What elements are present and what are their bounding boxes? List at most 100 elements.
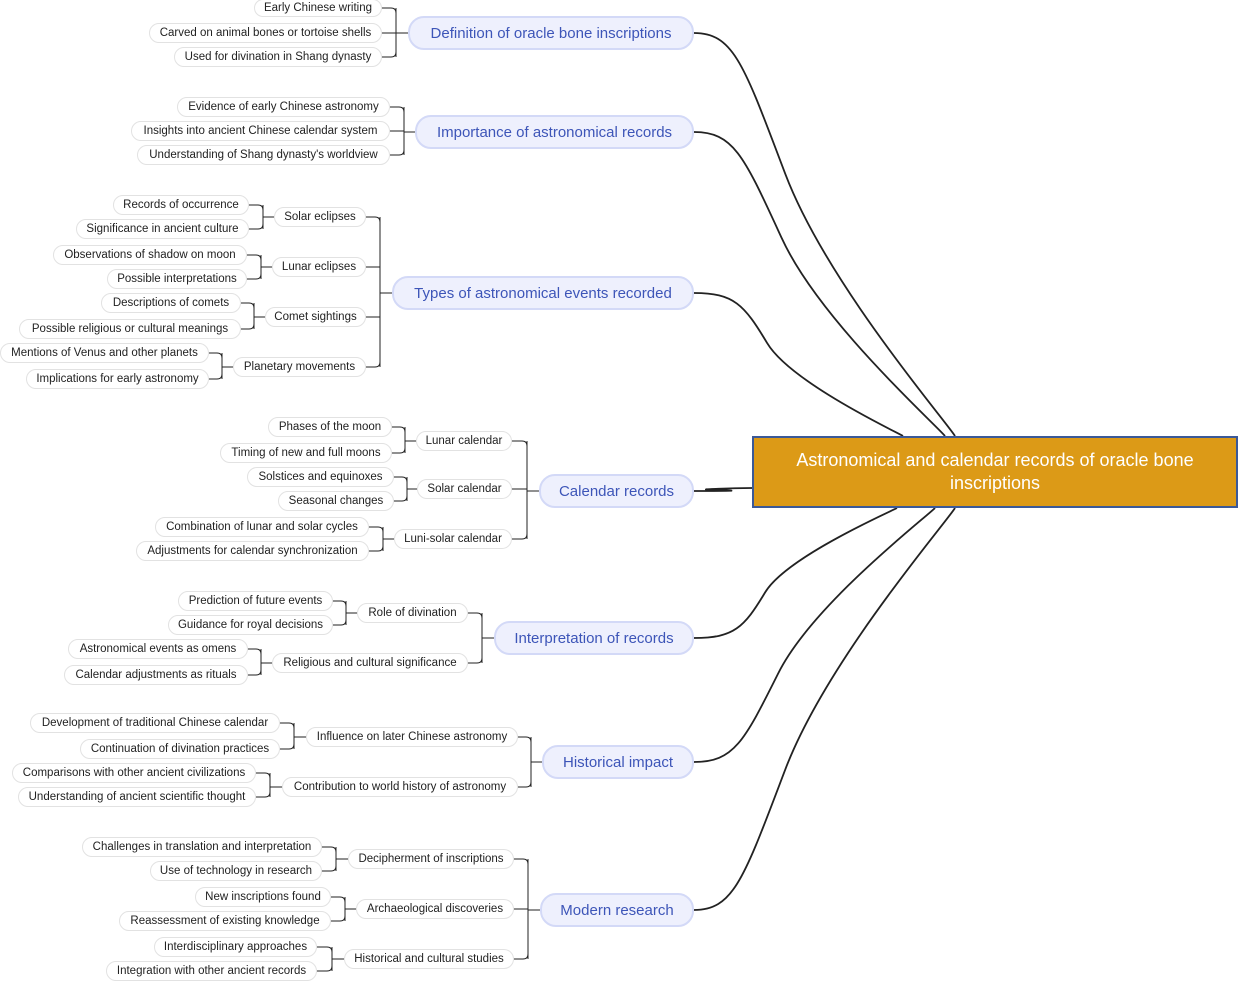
leaf-label: Phases of the moon: [278, 421, 382, 433]
leaf-connector: [392, 426, 406, 433]
branch-label: Interpretation of records: [514, 629, 674, 647]
topic-archaeological-discoveries[interactable]: Archaeological discoveries: [356, 899, 514, 919]
branch-historical-impact[interactable]: Historical impact: [542, 745, 694, 779]
leaf-insights-into-ancient-chinese-calendar-system[interactable]: Insights into ancient Chinese calendar s…: [131, 121, 390, 141]
leaf-label: Combination of lunar and solar cycles: [166, 521, 358, 533]
leaf-label: Development of traditional Chinese calen…: [41, 717, 269, 729]
branch-connector: [693, 507, 898, 639]
topic-connector: [468, 657, 483, 664]
leaf-used-for-divination-in-shang-dynasty[interactable]: Used for divination in Shang dynasty: [174, 47, 382, 67]
leaf-astronomical-events-as-omens[interactable]: Astronomical events as omens: [68, 639, 248, 659]
leaf-observations-of-shadow-on-moon[interactable]: Observations of shadow on moon: [53, 245, 247, 265]
topic-religious-and-cultural-significance[interactable]: Religious and cultural significance: [272, 653, 468, 673]
leaf-guidance-for-royal-decisions[interactable]: Guidance for royal decisions: [168, 615, 333, 635]
topic-historical-and-cultural-studies[interactable]: Historical and cultural studies: [344, 949, 514, 969]
branch-interpretation-of-records[interactable]: Interpretation of records: [494, 621, 694, 655]
leaf-combination-of-lunar-and-solar-cycles[interactable]: Combination of lunar and solar cycles: [155, 517, 369, 537]
topic-label: Influence on later Chinese astronomy: [316, 731, 508, 743]
leaf-mentions-of-venus-and-other-planets[interactable]: Mentions of Venus and other planets: [0, 343, 209, 363]
leaf-records-of-occurrence[interactable]: Records of occurrence: [113, 195, 249, 215]
topic-connector: [512, 440, 528, 447]
leaf-connector: [317, 946, 333, 953]
leaf-label: Possible interpretations: [117, 273, 237, 285]
leaf-label: Solstices and equinoxes: [258, 471, 383, 483]
topic-connector: [366, 216, 381, 223]
leaf-integration-with-other-ancient-records[interactable]: Integration with other ancient records: [106, 961, 317, 981]
leaf-label: Significance in ancient culture: [86, 223, 239, 235]
branch-calendar-records[interactable]: Calendar records: [539, 474, 694, 508]
topic-lunar-eclipses[interactable]: Lunar eclipses: [272, 257, 366, 277]
leaf-prediction-of-future-events[interactable]: Prediction of future events: [178, 591, 333, 611]
leaf-new-inscriptions-found[interactable]: New inscriptions found: [195, 887, 331, 907]
branch-connector: [693, 487, 753, 492]
leaf-connector: [369, 545, 384, 552]
topic-solar-calendar[interactable]: Solar calendar: [417, 479, 512, 499]
leaf-possible-religious-or-cultural-meanings[interactable]: Possible religious or cultural meanings: [19, 319, 241, 339]
leaf-use-of-technology-in-research[interactable]: Use of technology in research: [150, 861, 322, 881]
topic-label: Decipherment of inscriptions: [358, 853, 504, 865]
leaf-solstices-and-equinoxes[interactable]: Solstices and equinoxes: [247, 467, 394, 487]
leaf-connector: [247, 273, 262, 280]
leaf-label: Used for divination in Shang dynasty: [184, 51, 372, 63]
leaf-label: Evidence of early Chinese astronomy: [188, 101, 379, 113]
leaf-connector: [392, 447, 406, 454]
leaf-early-chinese-writing[interactable]: Early Chinese writing: [254, 0, 382, 17]
leaf-label: Timing of new and full moons: [231, 447, 381, 459]
leaf-connector: [280, 743, 295, 750]
topic-label: Planetary movements: [243, 361, 356, 373]
topic-solar-eclipses[interactable]: Solar eclipses: [274, 207, 366, 227]
branch-label: Types of astronomical events recorded: [414, 284, 672, 302]
topic-contribution-to-world-history-of-astronomy[interactable]: Contribution to world history of astrono…: [282, 777, 518, 797]
leaf-label: Carved on animal bones or tortoise shell…: [159, 27, 372, 39]
leaf-development-of-traditional-chinese-calendar[interactable]: Development of traditional Chinese calen…: [30, 713, 280, 733]
leaf-connector: [280, 722, 295, 729]
leaf-label: Descriptions of comets: [112, 297, 230, 309]
branch-types-of-astronomical-events-recorded[interactable]: Types of astronomical events recorded: [392, 276, 694, 310]
leaf-label: Integration with other ancient records: [116, 965, 307, 977]
leaf-connector: [209, 373, 223, 380]
leaf-calendar-adjustments-as-rituals[interactable]: Calendar adjustments as rituals: [64, 665, 248, 685]
leaf-carved-on-animal-bones-or-tortoise-shells[interactable]: Carved on animal bones or tortoise shell…: [149, 23, 382, 43]
leaf-possible-interpretations[interactable]: Possible interpretations: [107, 269, 247, 289]
leaf-label: Understanding of Shang dynasty's worldvi…: [149, 149, 378, 161]
leaf-label: Calendar adjustments as rituals: [75, 669, 237, 681]
leaf-interdisciplinary-approaches[interactable]: Interdisciplinary approaches: [154, 937, 317, 957]
topic-lunar-calendar[interactable]: Lunar calendar: [416, 431, 512, 451]
topic-comet-sightings[interactable]: Comet sightings: [265, 307, 366, 327]
leaf-seasonal-changes[interactable]: Seasonal changes: [278, 491, 394, 511]
leaf-timing-of-new-and-full-moons[interactable]: Timing of new and full moons: [220, 443, 392, 463]
leaf-descriptions-of-comets[interactable]: Descriptions of comets: [101, 293, 241, 313]
leaf-reassessment-of-existing-knowledge[interactable]: Reassessment of existing knowledge: [119, 911, 331, 931]
branch-definition-of-oracle-bone-inscriptions[interactable]: Definition of oracle bone inscriptions: [408, 16, 694, 50]
leaf-comparisons-with-other-ancient-civilizations[interactable]: Comparisons with other ancient civilizat…: [12, 763, 256, 783]
topic-label: Luni-solar calendar: [404, 533, 502, 545]
topic-planetary-movements[interactable]: Planetary movements: [233, 357, 366, 377]
leaf-adjustments-for-calendar-synchronization[interactable]: Adjustments for calendar synchronization: [136, 541, 369, 561]
leaf-connector: [248, 669, 262, 676]
leaf-label: Comparisons with other ancient civilizat…: [22, 767, 246, 779]
topic-role-of-divination[interactable]: Role of divination: [357, 603, 468, 623]
topic-label: Archaeological discoveries: [366, 903, 504, 915]
branch-importance-of-astronomical-records[interactable]: Importance of astronomical records: [415, 115, 694, 149]
leaf-significance-in-ancient-culture[interactable]: Significance in ancient culture: [76, 219, 249, 239]
leaf-understanding-of-shang-dynasty-s-worldview[interactable]: Understanding of Shang dynasty's worldvi…: [137, 145, 390, 165]
branch-modern-research[interactable]: Modern research: [540, 893, 694, 927]
leaf-continuation-of-divination-practices[interactable]: Continuation of divination practices: [80, 739, 280, 759]
leaf-label: Mentions of Venus and other planets: [11, 347, 198, 359]
leaf-connector: [322, 846, 337, 853]
root-node-astronomical-and-calendar-records-of-oracle-bone-inscriptions[interactable]: Astronomical and calendar records of ora…: [752, 436, 1238, 508]
topic-connector: [468, 612, 483, 619]
leaf-understanding-of-ancient-scientific-thought[interactable]: Understanding of ancient scientific thou…: [18, 787, 256, 807]
leaf-challenges-in-translation-and-interpretation[interactable]: Challenges in translation and interpreta…: [82, 837, 322, 857]
topic-label: Religious and cultural significance: [283, 657, 457, 669]
leaf-evidence-of-early-chinese-astronomy[interactable]: Evidence of early Chinese astronomy: [177, 97, 390, 117]
leaf-connector: [256, 772, 271, 779]
topic-influence-on-later-chinese-astronomy[interactable]: Influence on later Chinese astronomy: [306, 727, 518, 747]
topic-decipherment-of-inscriptions[interactable]: Decipherment of inscriptions: [348, 849, 514, 869]
leaf-phases-of-the-moon[interactable]: Phases of the moon: [268, 417, 392, 437]
leaf-connector: [209, 352, 223, 359]
leaf-label: Challenges in translation and interpreta…: [92, 841, 312, 853]
topic-luni-solar-calendar[interactable]: Luni-solar calendar: [394, 529, 512, 549]
leaf-implications-for-early-astronomy[interactable]: Implications for early astronomy: [26, 369, 209, 389]
